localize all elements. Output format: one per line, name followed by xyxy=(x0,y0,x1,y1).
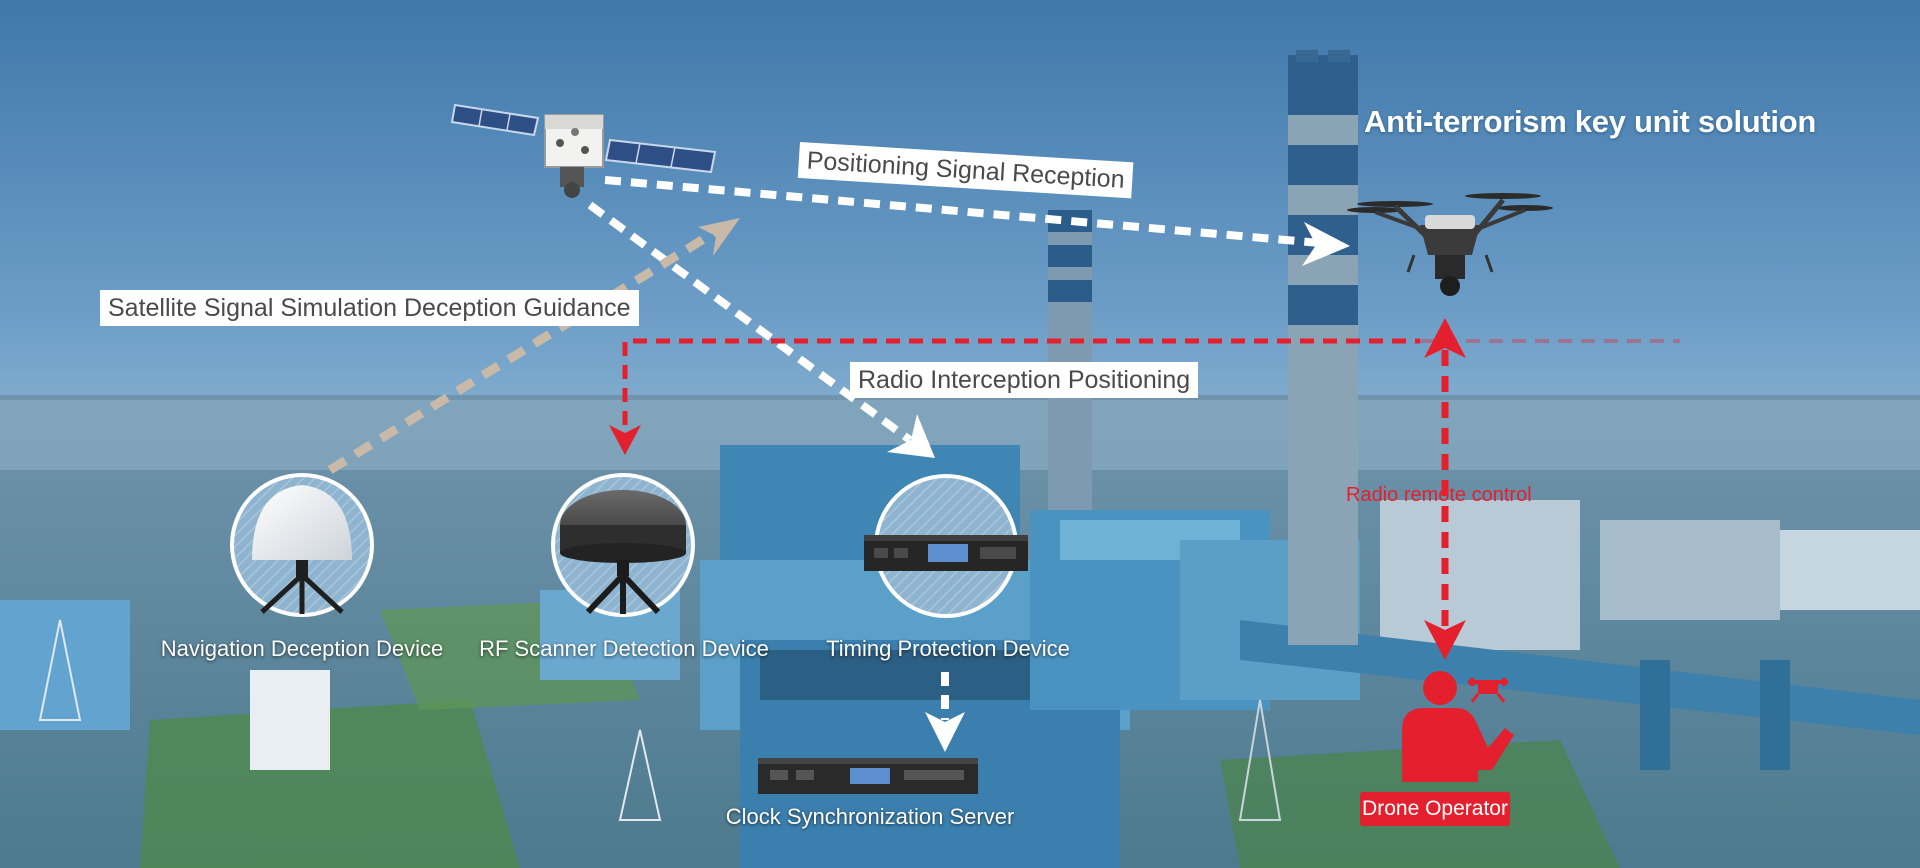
clock-server-label: Clock Synchronization Server xyxy=(725,804,1015,829)
timing-device-label: Timing Protection Device xyxy=(826,636,1070,661)
page-title: Anti-terrorism key unit solution xyxy=(1364,104,1816,139)
clock-arrowhead xyxy=(925,712,965,752)
remote-up-arrowhead xyxy=(1424,318,1466,358)
drone-operator-label: Drone Operator xyxy=(1360,792,1510,826)
remote-down-arrowhead xyxy=(1424,620,1466,660)
antenna-dome-icon xyxy=(230,473,374,617)
satellite-icon xyxy=(450,103,717,198)
deception-arrow-line xyxy=(327,228,718,474)
rf-scanner-label: RF Scanner Detection Device xyxy=(479,636,769,661)
radio-remote-control-label: Radio remote control xyxy=(1346,484,1532,506)
drone-icon xyxy=(1347,193,1553,296)
deception-guidance-label: Satellite Signal Simulation Deception Gu… xyxy=(100,290,639,326)
positioning-arrowhead xyxy=(1302,222,1350,266)
radio-interception-label: Radio Interception Positioning xyxy=(850,362,1199,398)
rack-device-icon xyxy=(864,474,1028,618)
clock-server-icon xyxy=(758,758,978,794)
interception-arrowhead xyxy=(887,414,935,458)
radar-antenna-icon xyxy=(551,473,695,617)
interception-arrow-line xyxy=(587,201,913,444)
red-down-arrowhead xyxy=(609,425,641,455)
operator-icon xyxy=(1402,671,1514,782)
navigation-device-label: Navigation Deception Device xyxy=(160,636,444,661)
positioning-arrow-line xyxy=(604,176,1321,247)
deception-arrowhead xyxy=(698,218,740,256)
red-link-line xyxy=(622,338,1420,448)
